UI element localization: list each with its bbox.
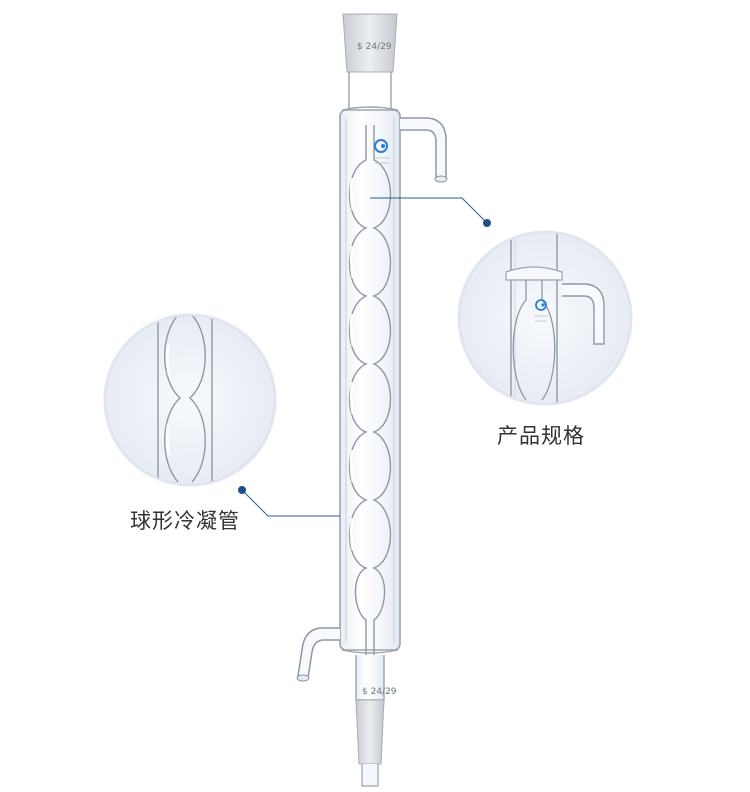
ball-condenser-label: 球形冷凝管	[130, 509, 240, 533]
upper-side-arm	[400, 117, 447, 179]
top-neck	[348, 72, 392, 110]
brand-logo-icon	[374, 139, 390, 164]
leader-line-right	[370, 197, 491, 227]
detail-circle-joint	[457, 230, 633, 406]
bottom-joint-engraving: $ 24/29	[362, 687, 397, 697]
lower-side-arm	[297, 627, 340, 679]
leader-dot-right	[483, 219, 491, 227]
detail-circle-balls	[103, 313, 277, 487]
product-spec-label: 产品规格	[497, 424, 585, 448]
condenser: $ 24/29	[296, 13, 448, 787]
leader-dot-left	[238, 486, 246, 494]
top-ground-joint	[342, 13, 398, 73]
leader-line-left	[238, 486, 340, 517]
top-joint-engraving: $ 24/29	[357, 42, 392, 52]
outer-jacket	[339, 109, 401, 651]
bottom-ground-joint	[355, 699, 385, 765]
